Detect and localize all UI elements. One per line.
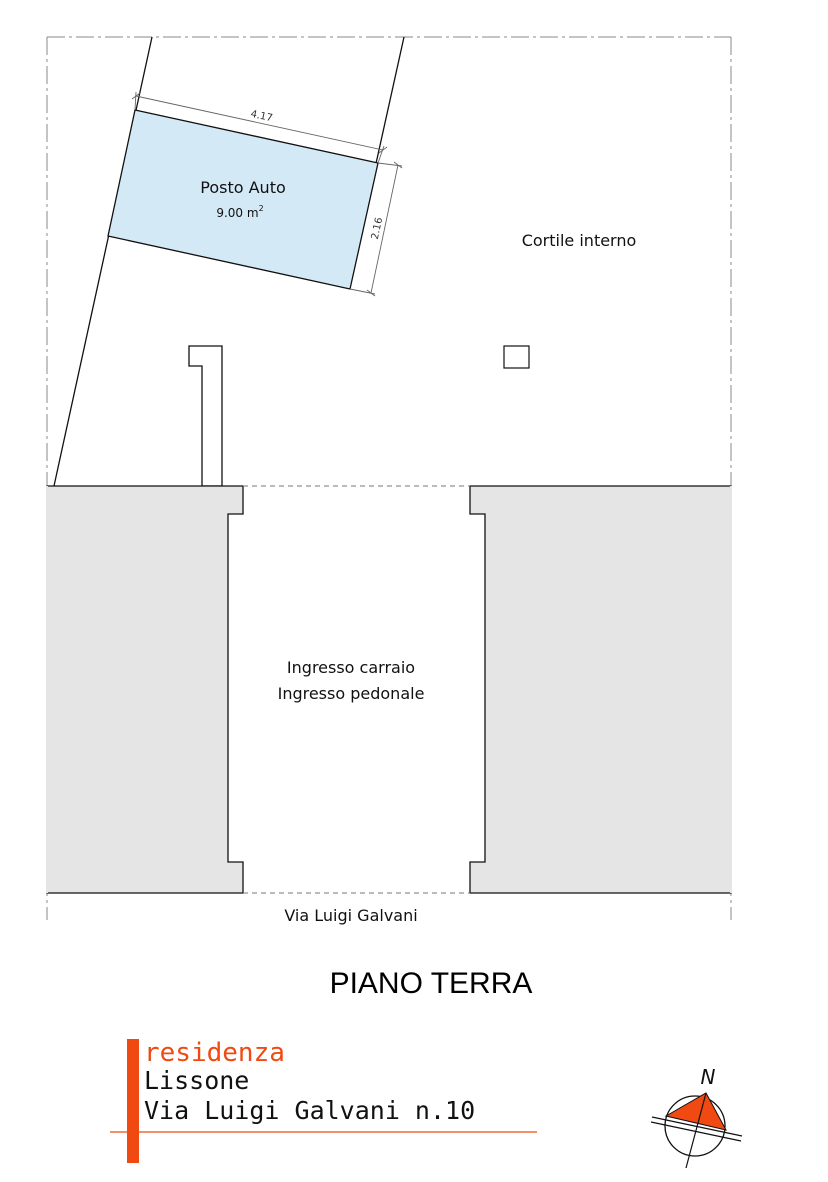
brand-bar xyxy=(127,1039,139,1163)
street-label: Via Luigi Galvani xyxy=(284,906,417,925)
compass-north-label: N xyxy=(701,1065,716,1089)
floor-title: PIANO TERRA xyxy=(330,967,533,1000)
parking-space xyxy=(107,109,379,290)
brand-address: Via Luigi Galvani n.10 xyxy=(144,1096,475,1125)
wall-stub xyxy=(188,345,223,487)
compass-icon xyxy=(650,1092,743,1169)
passage-openings xyxy=(243,485,470,894)
dimension-depth xyxy=(349,161,403,297)
parking-label: Posto Auto xyxy=(200,178,286,197)
dimension-width-label: 4.17 xyxy=(249,109,273,124)
dimension-width xyxy=(131,91,388,164)
building-left xyxy=(46,485,244,894)
entrance-label-carriage: Ingresso carraio xyxy=(287,658,415,677)
parking-area: 9.00 m2 xyxy=(216,204,263,220)
entrance-label-pedestrian: Ingresso pedonale xyxy=(278,684,425,703)
courtyard-pillar xyxy=(503,345,530,369)
building-right xyxy=(469,485,732,894)
brand-residenza: residenza xyxy=(144,1038,285,1068)
dimension-depth-label: 2.16 xyxy=(370,216,385,240)
brand-city: Lissone xyxy=(144,1066,249,1095)
courtyard-label: Cortile interno xyxy=(522,231,637,250)
